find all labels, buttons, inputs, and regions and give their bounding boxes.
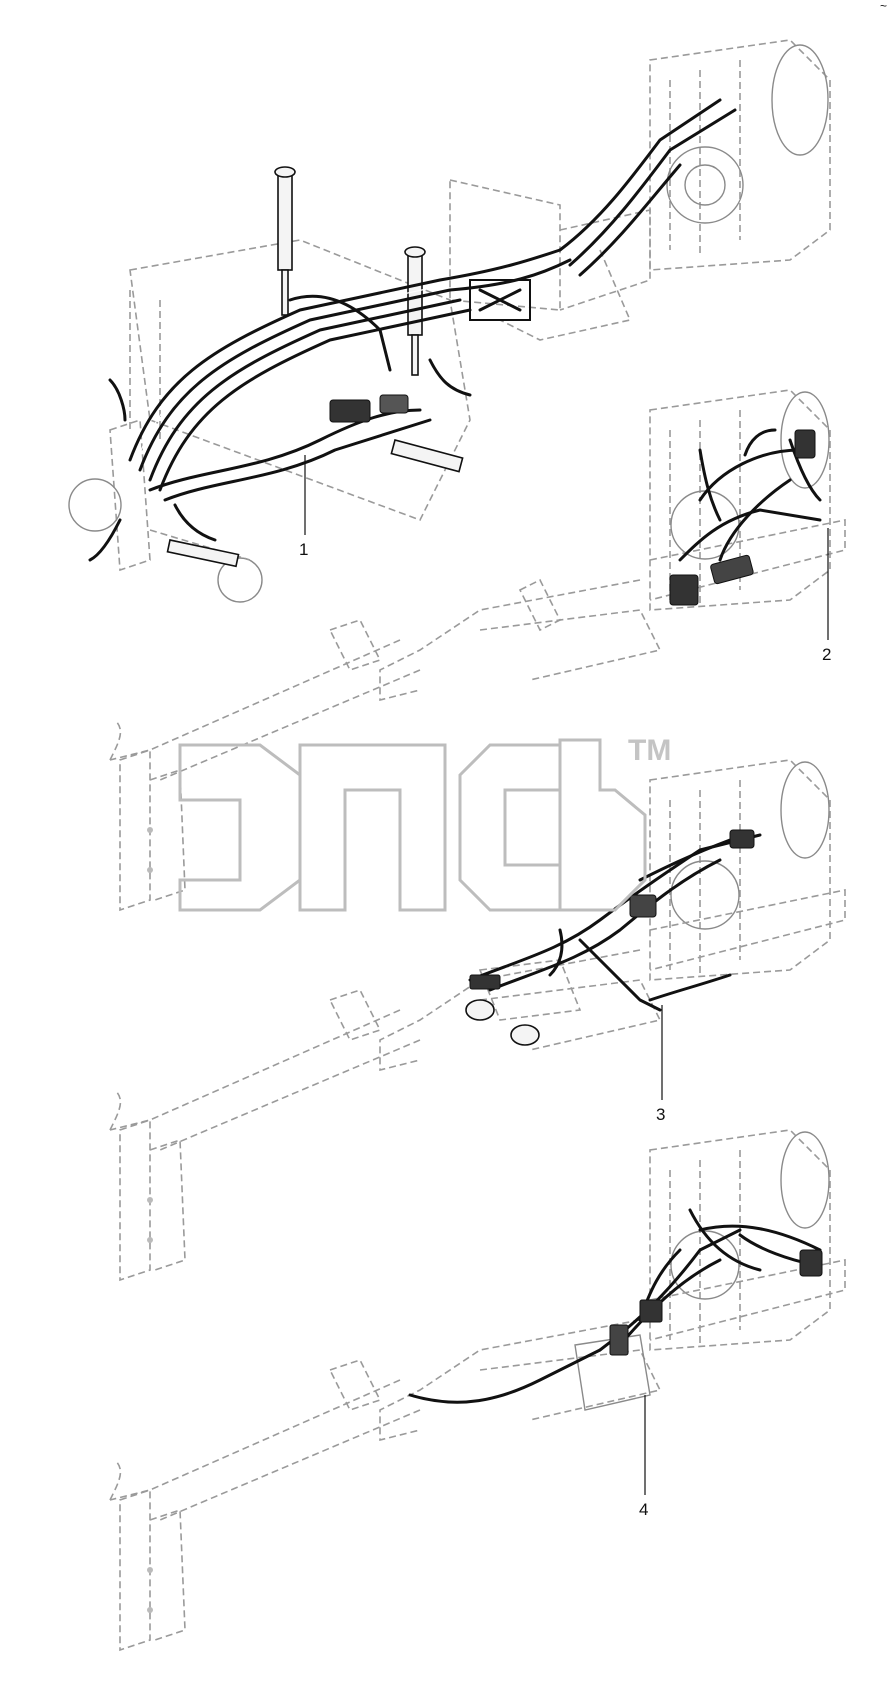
view-4-frame bbox=[109, 1129, 846, 1652]
view-3-hose-routing: 3 bbox=[109, 759, 846, 1282]
view-2-frame bbox=[109, 389, 846, 912]
callout-2: 2 bbox=[822, 645, 831, 664]
watermark-trademark: TM bbox=[628, 734, 671, 767]
view-3-hoses bbox=[465, 829, 762, 1046]
callout-3: 3 bbox=[656, 1105, 665, 1124]
view-2-hose-routing: 2 bbox=[109, 389, 846, 912]
view-1-front-frame bbox=[68, 239, 471, 603]
view-4-hose-routing: 4 bbox=[109, 1129, 846, 1652]
view-3-frame bbox=[109, 759, 846, 1282]
corner-mark: ~ bbox=[880, 0, 887, 13]
view-1-lift-cylinders bbox=[166, 166, 464, 568]
callout-1: 1 bbox=[299, 540, 308, 559]
view-1-hose-bundle bbox=[88, 98, 737, 562]
view-2-hoses bbox=[669, 428, 822, 606]
view-1-rear-frame bbox=[449, 39, 831, 341]
callout-4: 4 bbox=[639, 1500, 648, 1519]
view-4-hoses bbox=[408, 1208, 823, 1404]
watermark-logo: TM bbox=[178, 734, 671, 912]
view-1-full-hose-routing: 1 bbox=[68, 39, 831, 603]
